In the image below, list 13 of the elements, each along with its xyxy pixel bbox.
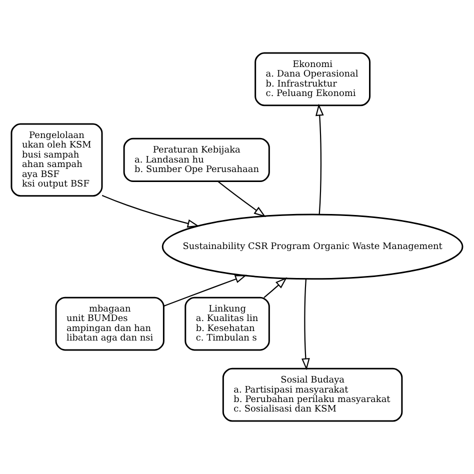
arrow [164, 274, 247, 307]
node-box: Sosial Budaya a. Partisipasi masyarakat b. Perubahan perilaku masyarakat c. Sosialisasi dan KSM [222, 368, 403, 422]
node-box: Linkung a. Kualitas lin b. Kesehatan c. Timbulan s [184, 296, 270, 351]
node-ellipse: Sustainability CSR Program Organic Waste Management [162, 214, 464, 280]
arrow [102, 194, 200, 228]
arrow [315, 104, 324, 214]
node-box: Pengelolaan ukan oleh KSM busi sampah ahan sampah aya BSF ksi output BSF [10, 123, 103, 197]
node-box: Ekonomi a. Dana Operasional b. Infrastruktur c. Peluang Ekonomi [254, 52, 371, 106]
arrow [264, 277, 288, 298]
arrow [302, 278, 310, 370]
node-box: Peraturan Kebijaka a. Landasan hu b. Sumber Ope Perusahaan [123, 138, 270, 182]
arrow [218, 180, 266, 218]
node-box: mbagaan unit BUMDes ampingan dan han libatan aga dan nsi [55, 296, 164, 351]
